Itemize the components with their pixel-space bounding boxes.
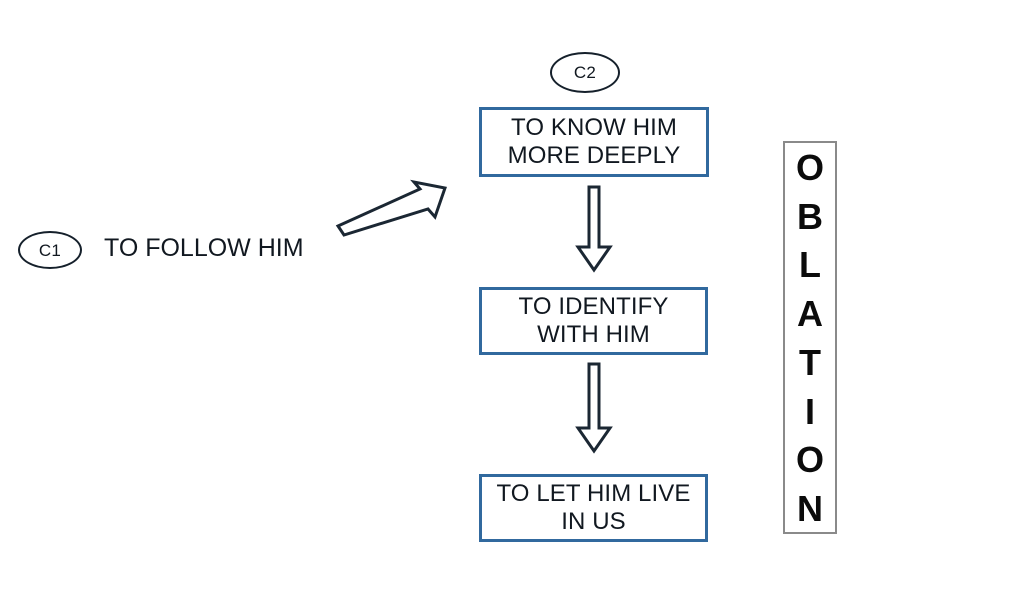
- ellipse-label-c1: C1: [38, 240, 62, 260]
- arrow-down-know-to-identify: [575, 185, 613, 273]
- banner-oblation: O B L A T I O N: [783, 141, 837, 534]
- arrow-diagonal-up-right: [335, 179, 447, 237]
- node-ellipse-c2: C2: [550, 52, 620, 93]
- process-box-identify: TO IDENTIFY WITH HIM: [479, 287, 708, 355]
- banner-letter: B: [797, 195, 823, 237]
- banner-letter: O: [795, 147, 824, 188]
- process-box-know-him: TO KNOW HIM MORE DEEPLY: [479, 107, 709, 177]
- banner-letter: N: [797, 487, 823, 529]
- banner-letter: A: [797, 293, 823, 335]
- banner-letter: T: [799, 341, 821, 383]
- banner-letter: O: [795, 439, 824, 481]
- process-box-label: TO IDENTIFY WITH HIM: [518, 292, 669, 348]
- ellipse-label-c2: C2: [573, 63, 597, 82]
- arrow-down-identify-to-let-live: [575, 362, 613, 454]
- label-to-follow-him: TO FOLLOW HIM: [104, 234, 304, 262]
- node-ellipse-c1: C1: [18, 231, 82, 269]
- process-box-label: TO LET HIM LIVE IN US: [496, 479, 691, 535]
- banner-letter: I: [804, 390, 815, 432]
- process-box-label: TO KNOW HIM MORE DEEPLY: [507, 113, 681, 169]
- banner-letter: L: [799, 244, 821, 286]
- process-box-let-him-live: TO LET HIM LIVE IN US: [479, 474, 708, 542]
